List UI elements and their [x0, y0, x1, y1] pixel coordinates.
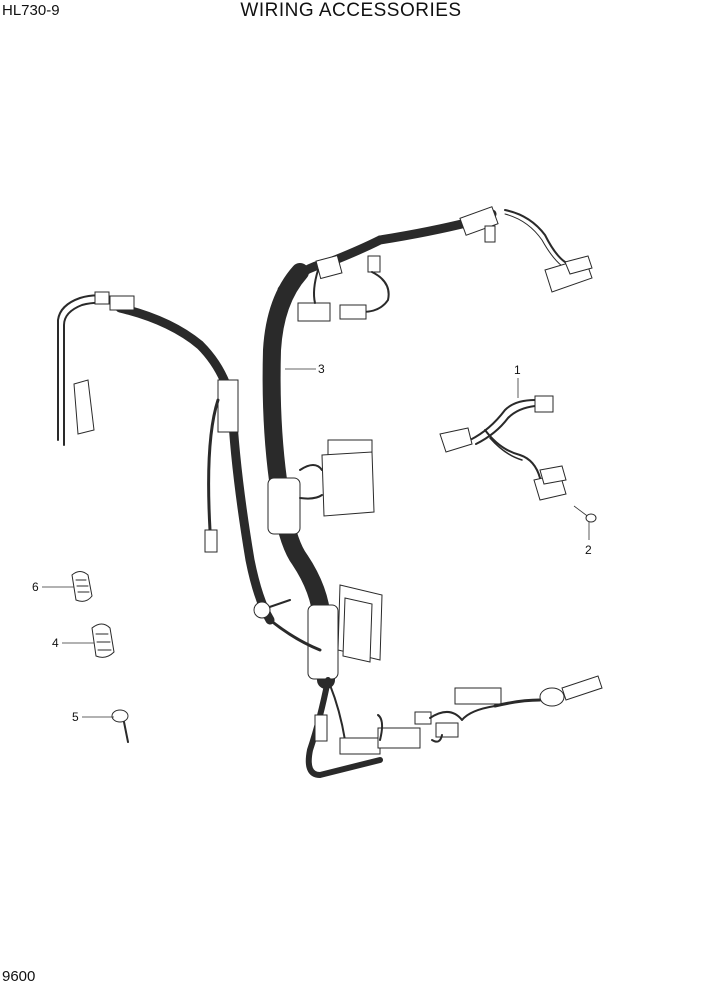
clamp-part4 — [91, 623, 115, 658]
callout-6: 6 — [32, 580, 39, 594]
callout-3: 3 — [318, 362, 325, 376]
main-harness — [262, 206, 603, 778]
page-number: 9600 — [2, 968, 36, 985]
callout-2: 2 — [585, 543, 592, 557]
tie-part5 — [111, 709, 129, 743]
model-code: HL730-9 — [2, 2, 60, 19]
callouts: 1 2 3 4 5 6 — [32, 362, 592, 724]
callout-4: 4 — [52, 636, 59, 650]
page-title: WIRING ACCESSORIES — [240, 0, 462, 21]
callout-5: 5 — [72, 710, 79, 724]
callout-1: 1 — [514, 363, 521, 377]
sub-harness-part1 — [439, 395, 567, 501]
screw-part2 — [573, 505, 597, 523]
clamp-part6 — [71, 571, 93, 602]
left-loop-harness — [57, 291, 322, 652]
